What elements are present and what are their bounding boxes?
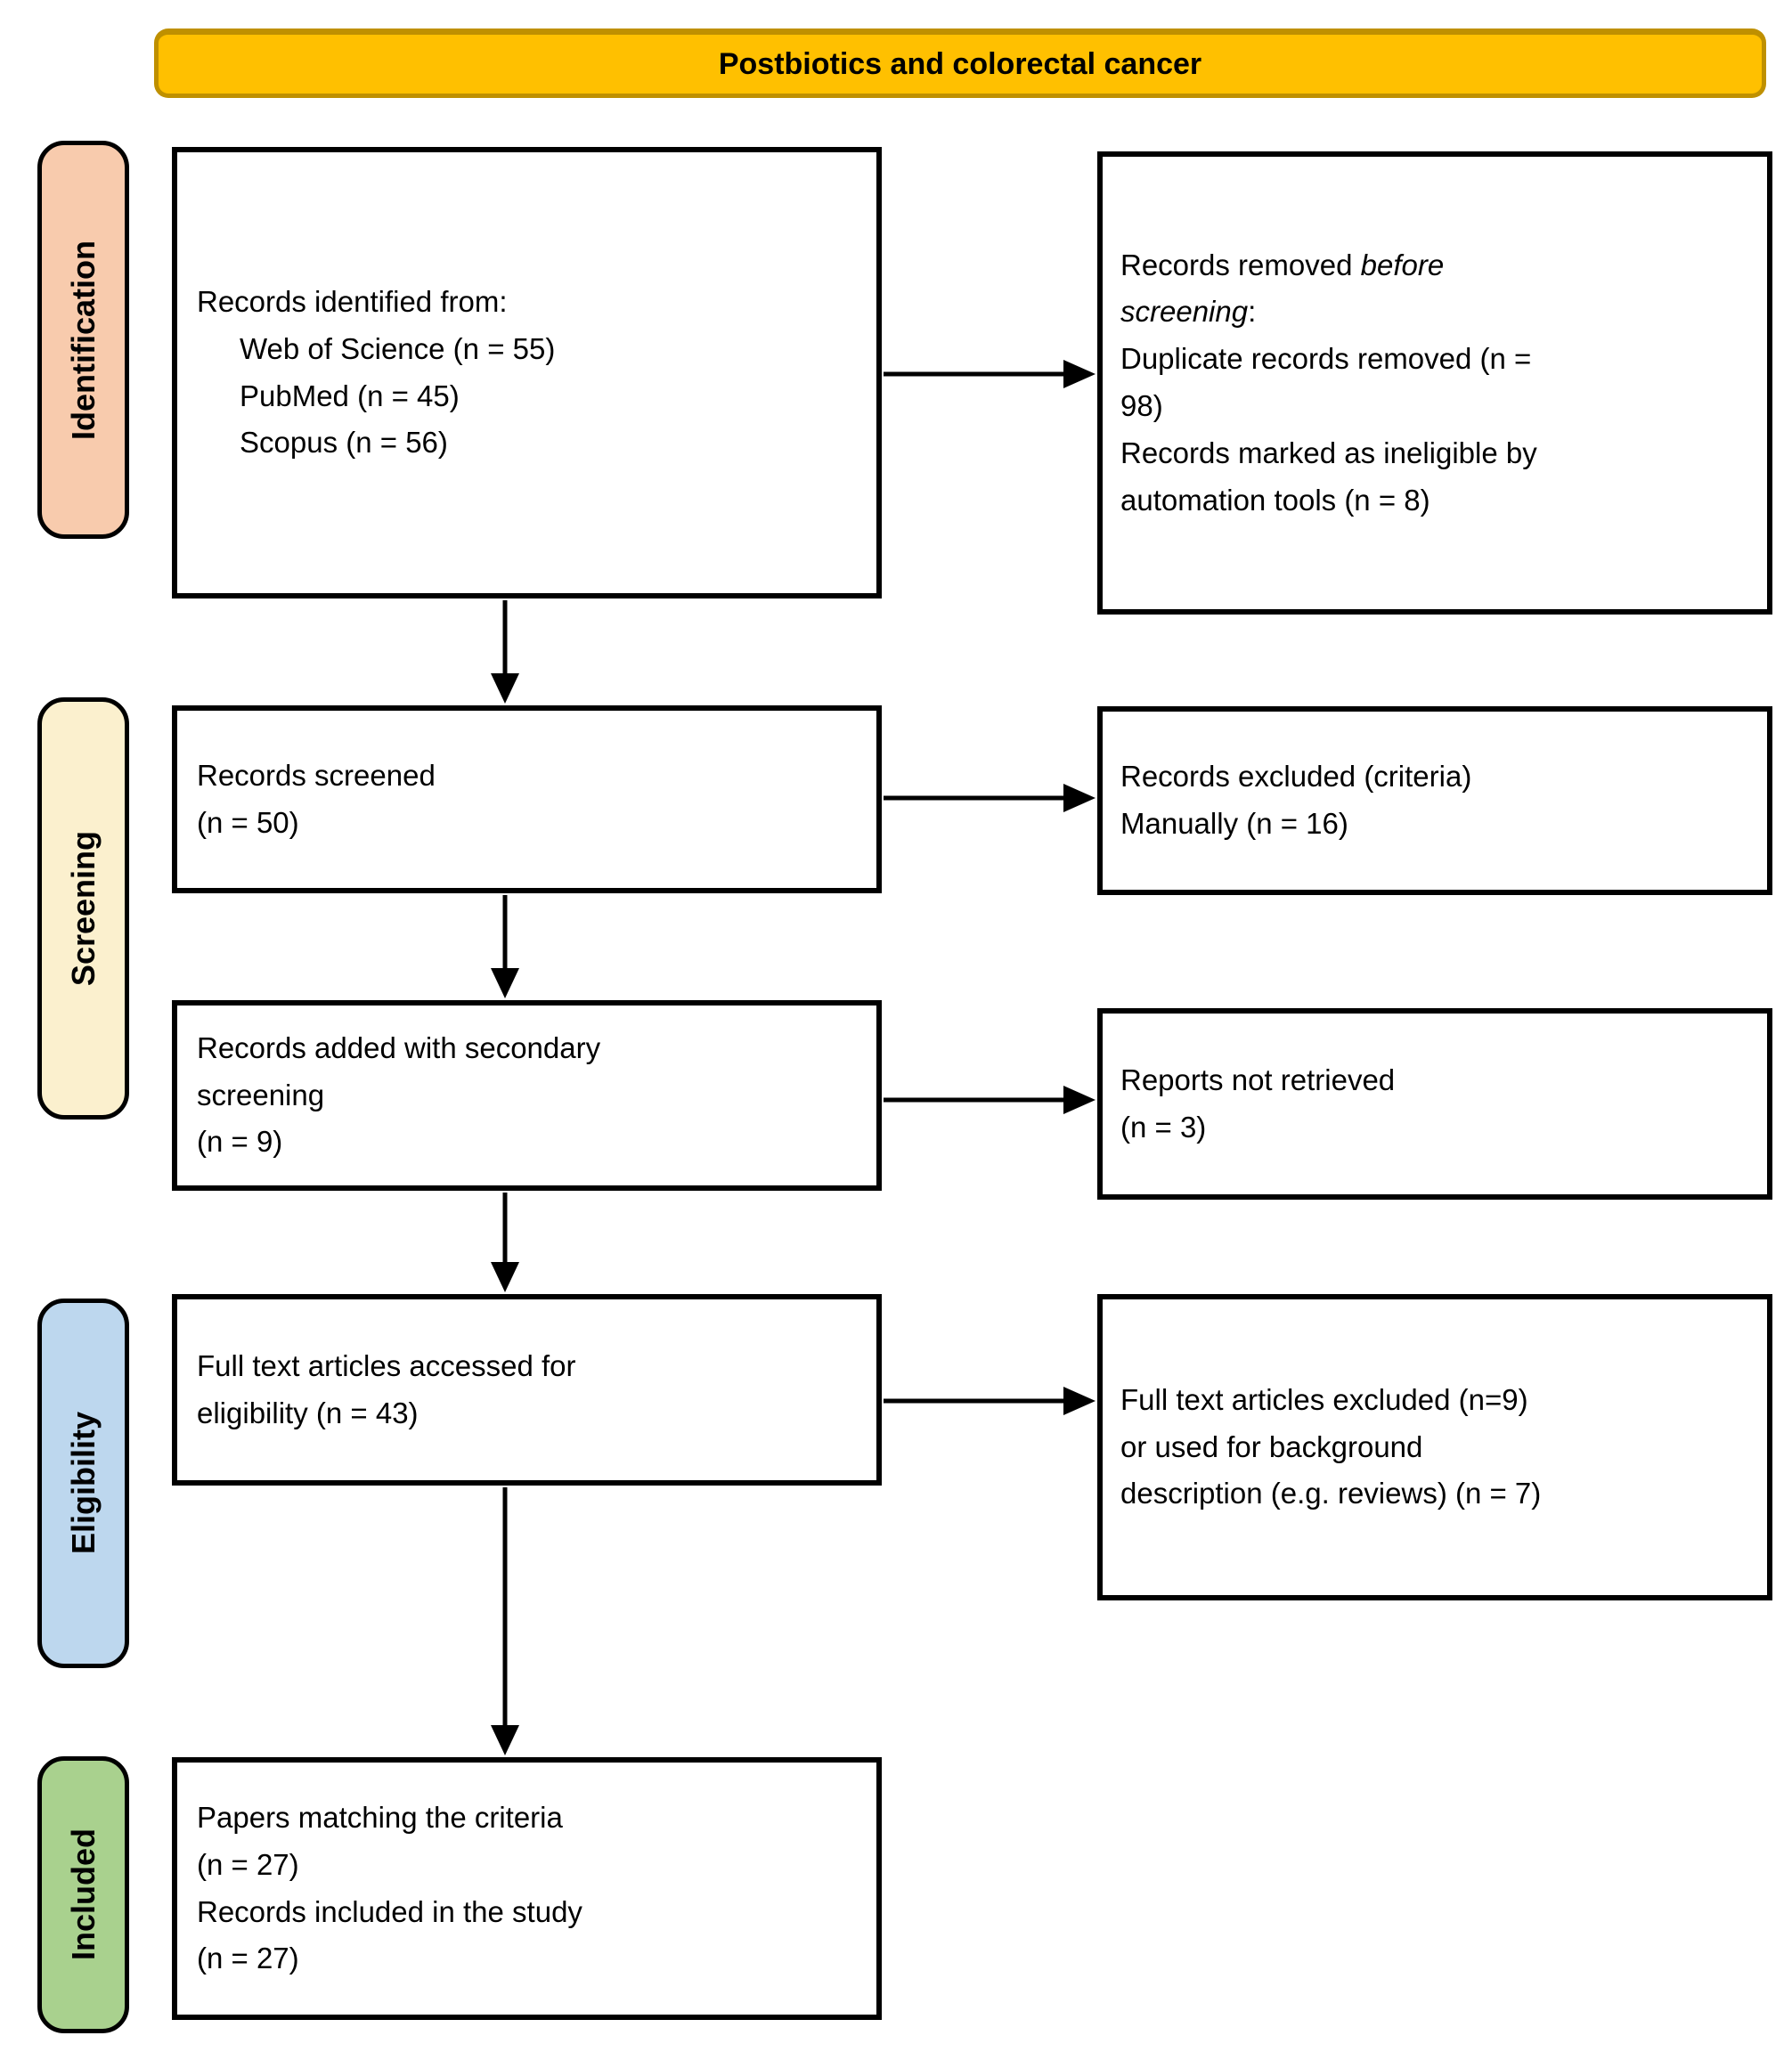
box-text-line: (n = 9) — [197, 1125, 283, 1159]
box-text-line: PubMed (n = 45) — [240, 379, 460, 412]
box-text-line: (n = 3) — [1120, 1110, 1207, 1144]
box-text-line: (n = 27) — [197, 1847, 299, 1881]
box-records-excluded: Records excluded (criteria) Manually (n … — [1097, 706, 1772, 895]
box-text-line: Records marked as ineligible by — [1120, 436, 1537, 469]
box-text-line: Reports not retrieved — [1120, 1063, 1396, 1096]
box-records-added-secondary-screening: Records added with secondary screening (… — [172, 1000, 882, 1191]
arrowhead-right-icon — [1063, 360, 1096, 388]
arrowhead-down-icon — [491, 1262, 519, 1292]
box-text-segment-italic: screening — [1120, 295, 1249, 329]
box-records-removed-before-screening: Records removed before screening: Duplic… — [1097, 151, 1772, 615]
stage-label-text: Identification — [64, 240, 102, 440]
box-text-line: Manually (n = 16) — [1120, 807, 1348, 840]
box-text-line: screening: — [1120, 289, 1746, 336]
box-text-line: Papers matching the criteria — [197, 1800, 563, 1834]
box-text-line: 98) — [1120, 389, 1163, 422]
diagram-title: Postbiotics and colorectal cancer — [718, 46, 1202, 81]
box-reports-not-retrieved: Reports not retrieved (n = 3) — [1097, 1008, 1772, 1200]
box-text-line: Web of Science (n = 55) — [240, 331, 556, 365]
arrowhead-down-icon — [491, 673, 519, 704]
box-text-segment-italic: before — [1360, 248, 1445, 281]
box-included-records: Papers matching the criteria (n = 27) Re… — [172, 1757, 882, 2020]
box-text-line: Duplicate records removed (n = — [1120, 342, 1532, 376]
box-text-line: description (e.g. reviews) (n = 7) — [1120, 1477, 1542, 1510]
box-text-line: Records screened — [197, 758, 436, 792]
box-text-line: automation tools (n = 8) — [1120, 483, 1430, 517]
box-text-line: or used for background — [1120, 1429, 1423, 1463]
stage-label-eligibility: Eligibility — [37, 1299, 129, 1668]
stage-label-included: Included — [37, 1756, 129, 2033]
box-text-line: Records added with secondary — [197, 1030, 601, 1064]
box-text-line: Records included in the study — [197, 1894, 582, 1928]
stage-label-text: Eligibility — [64, 1412, 102, 1555]
arrowhead-right-icon — [1063, 784, 1096, 812]
stage-label-identification: Identification — [37, 141, 129, 539]
title-banner: Postbiotics and colorectal cancer — [154, 28, 1766, 98]
box-records-screened: Records screened (n = 50) — [172, 705, 882, 893]
box-full-text-excluded: Full text articles excluded (n=9) or use… — [1097, 1294, 1772, 1600]
arrowhead-down-icon — [491, 968, 519, 998]
box-text-line: Full text articles accessed for — [197, 1348, 576, 1382]
box-full-text-assessed: Full text articles accessed for eligibil… — [172, 1294, 882, 1486]
box-text-line: eligibility (n = 43) — [197, 1396, 419, 1429]
arrowhead-right-icon — [1063, 1086, 1096, 1114]
arrowhead-right-icon — [1063, 1387, 1096, 1415]
box-records-identified: Records identified from: Web of Science … — [172, 147, 882, 598]
box-text-segment: : — [1248, 295, 1257, 329]
box-text-line: (n = 27) — [197, 1942, 299, 1975]
stage-label-text: Screening — [64, 830, 102, 987]
box-text-line: Records removed before — [1120, 242, 1746, 289]
box-text-segment: Records removed — [1120, 248, 1361, 281]
box-text-line: (n = 50) — [197, 805, 299, 839]
stage-label-text: Included — [64, 1828, 102, 1961]
box-text-line: Records identified from: — [197, 284, 508, 318]
box-text-line: Records excluded (criteria) — [1120, 760, 1472, 794]
box-text-line: Full text articles excluded (n=9) — [1120, 1382, 1528, 1416]
box-text-line: Scopus (n = 56) — [240, 426, 448, 460]
stage-label-screening: Screening — [37, 697, 129, 1120]
box-text-line: screening — [197, 1078, 325, 1111]
arrowhead-down-icon — [491, 1725, 519, 1755]
